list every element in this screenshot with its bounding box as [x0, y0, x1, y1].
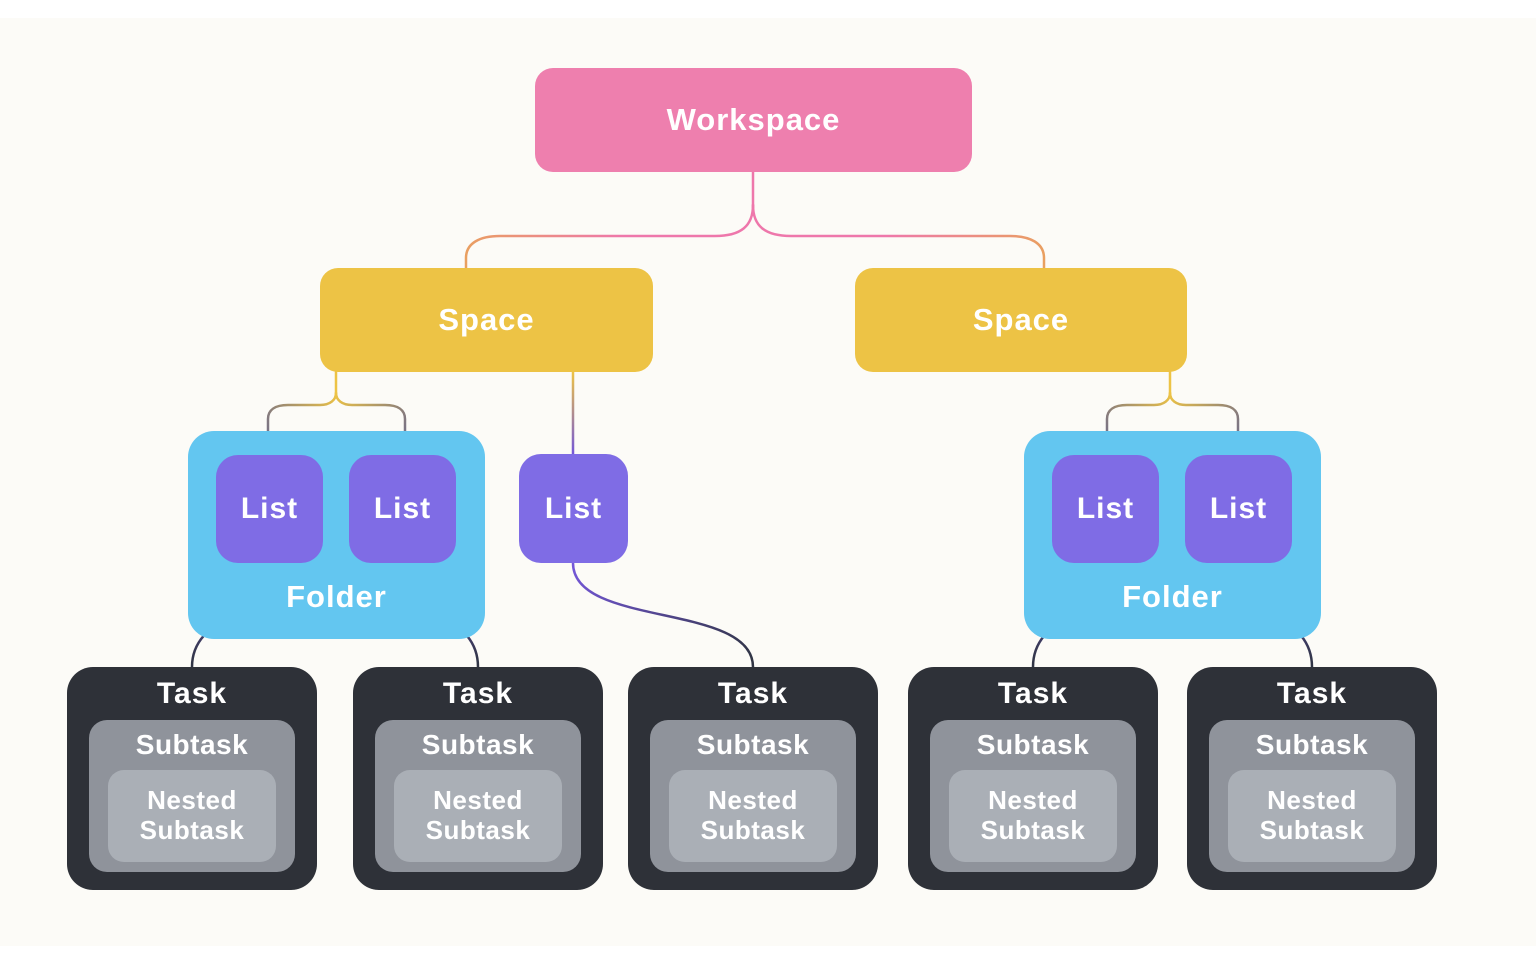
node-subtask-5: Subtask Nested Subtask	[1209, 720, 1415, 872]
node-subtask-2: Subtask Nested Subtask	[375, 720, 581, 872]
subtask-3-label: Subtask	[696, 729, 810, 760]
node-space-2: Space	[855, 268, 1187, 372]
subtask-1-label: Subtask	[135, 729, 249, 760]
node-workspace: Workspace	[535, 68, 972, 172]
node-space-1: Space	[320, 268, 653, 372]
node-task-4: Task Subtask Nested Subtask	[908, 667, 1158, 890]
node-list-3: List	[519, 454, 628, 563]
task-3-title: Task	[717, 676, 789, 710]
node-task-3: Task Subtask Nested Subtask	[628, 667, 878, 890]
node-nested-subtask-2: Nested Subtask	[394, 770, 562, 862]
node-list-4: List	[1052, 455, 1159, 563]
node-task-1: Task Subtask Nested Subtask	[67, 667, 317, 890]
folder-2-label: Folder	[1122, 579, 1223, 614]
task-2-title: Task	[442, 676, 514, 710]
node-subtask-3: Subtask Nested Subtask	[650, 720, 856, 872]
list-3-label: List	[544, 491, 603, 525]
folder-1-label: Folder	[286, 579, 387, 614]
node-task-2: Task Subtask Nested Subtask	[353, 667, 603, 890]
node-nested-subtask-3: Nested Subtask	[669, 770, 837, 862]
list-2-label: List	[373, 492, 432, 525]
subtask-5-label: Subtask	[1255, 729, 1369, 760]
list-5-label: List	[1209, 492, 1268, 525]
subtask-4-label: Subtask	[976, 729, 1090, 760]
node-folder-1: List List Folder	[188, 431, 485, 639]
node-list-2: List	[349, 455, 456, 563]
node-list-1: List	[216, 455, 323, 563]
workspace-label: Workspace	[666, 102, 841, 137]
task-1-title: Task	[156, 676, 228, 710]
node-nested-subtask-1: Nested Subtask	[108, 770, 276, 862]
node-task-5: Task Subtask Nested Subtask	[1187, 667, 1437, 890]
node-folder-2: List List Folder	[1024, 431, 1321, 639]
folder-2-lists: List List	[1052, 455, 1292, 563]
list-1-label: List	[240, 492, 299, 525]
node-subtask-1: Subtask Nested Subtask	[89, 720, 295, 872]
node-subtask-4: Subtask Nested Subtask	[930, 720, 1136, 872]
task-5-title: Task	[1276, 676, 1348, 710]
folder-1-lists: List List	[216, 455, 456, 563]
subtask-2-label: Subtask	[421, 729, 535, 760]
list-4-label: List	[1076, 492, 1135, 525]
node-nested-subtask-4: Nested Subtask	[949, 770, 1117, 862]
node-nested-subtask-5: Nested Subtask	[1228, 770, 1396, 862]
space-2-label: Space	[972, 302, 1070, 337]
node-list-5: List	[1185, 455, 1292, 563]
task-4-title: Task	[997, 676, 1069, 710]
space-1-label: Space	[438, 302, 535, 337]
